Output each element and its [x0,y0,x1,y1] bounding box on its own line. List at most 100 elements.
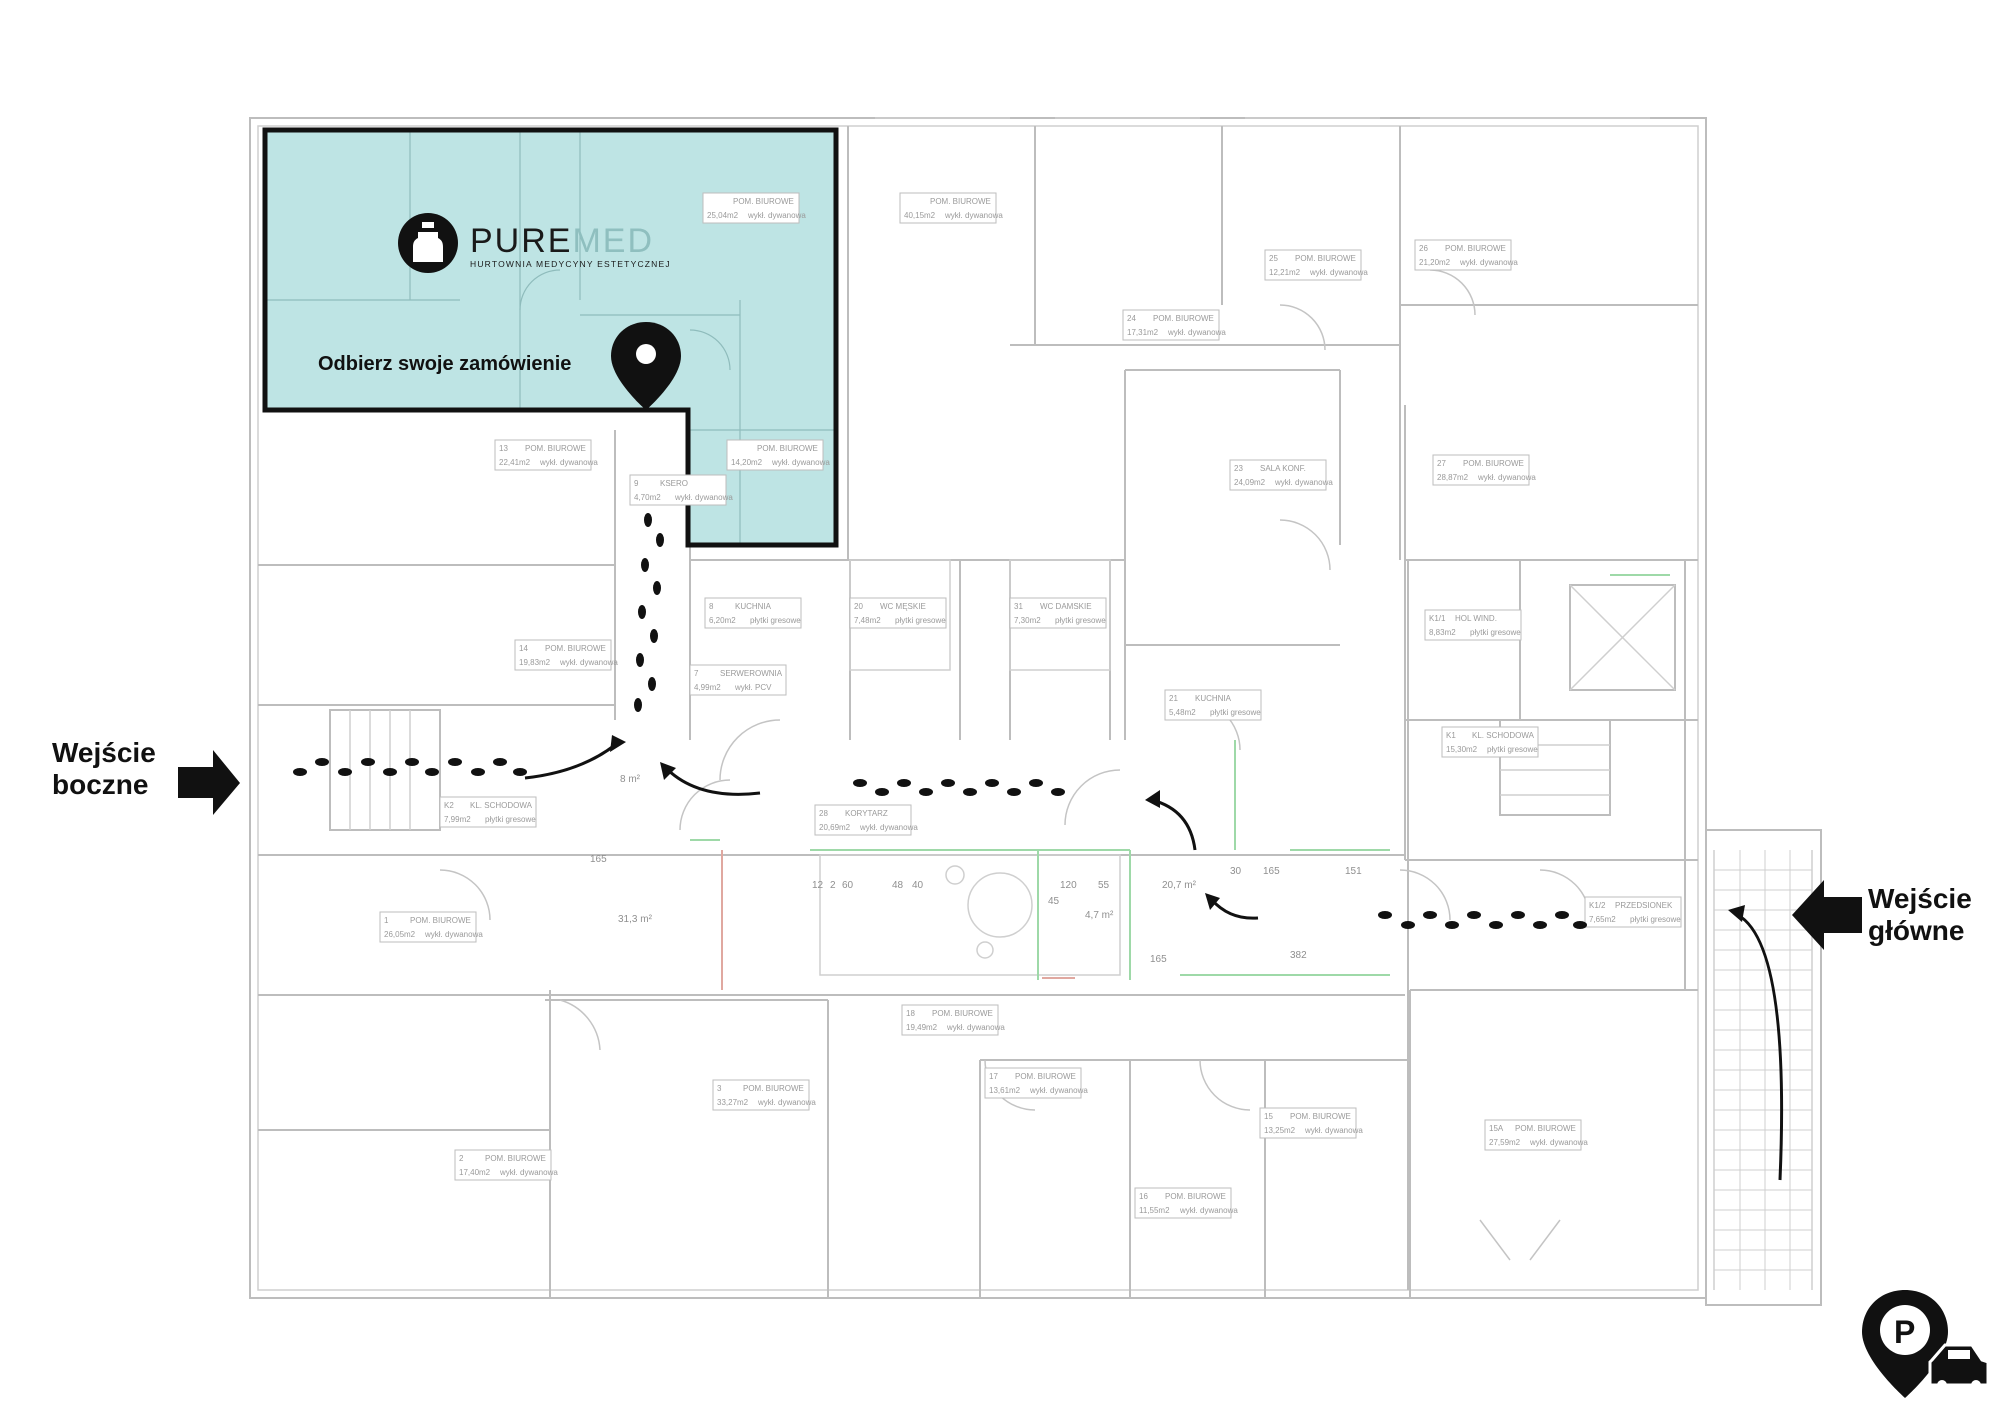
room-area: 7,30m2 [1014,616,1041,625]
room-label-box [629,474,727,506]
dim-165c: 165 [1263,866,1280,877]
footprint-mark [1378,911,1392,919]
route-arrowhead-3 [1145,790,1160,808]
room-area: 17,31m2 [1127,328,1159,337]
dim-60: 60 [842,880,854,891]
room-name: POM. BIUROWE [1295,254,1356,263]
room-number: 18 [906,1009,915,1018]
direction-arrows [524,735,1784,1181]
room-area: 27,59m2 [1489,1138,1521,1147]
room-label-box [1009,597,1107,629]
room-floor: płytki gresowe [1055,616,1106,625]
footprint-mark [1573,921,1587,929]
room-number: 28 [819,809,828,818]
footprint-mark [644,513,652,527]
footprint-mark [638,605,646,619]
room-floor: wykł. dywanowa [1179,1206,1238,1215]
footprint-mark [293,768,307,776]
puremed-logo: PUREMED HURTOWNIA MEDYCYNY ESTETYCZNEJ [470,222,671,269]
room-number: 20 [854,602,863,611]
room-label-box [1441,726,1539,758]
room-number: 26 [1419,244,1428,253]
room-name: KL. SCHODOWA [470,801,533,810]
room-floor: płytki gresowe [1470,628,1521,637]
footprint-mark [405,758,419,766]
room-number: K1/1 [1429,614,1446,623]
room-name: POM. BIUROWE [743,1084,804,1093]
room-name: POM. BIUROWE [1015,1072,1076,1081]
room-area: 24,09m2 [1234,478,1266,487]
room-name: KSERO [660,479,688,488]
room-floor: wykł. dywanowa [539,458,598,467]
room-number: 25 [1269,254,1278,263]
room-area: 7,48m2 [854,616,881,625]
room-floor: wykł. dywanowa [859,823,918,832]
room-area: 7,65m2 [1589,915,1616,924]
pickup-label: Odbierz swoje zamówienie [318,353,572,375]
dim-151: 151 [1345,866,1362,877]
room-number: 3 [717,1084,722,1093]
footprint-mark [1423,911,1437,919]
dim-45: 45 [1048,896,1060,907]
arrow-right-icon [178,750,240,815]
partition-lines [690,574,1670,990]
room-label-box [1484,1119,1582,1151]
room-label-box [689,664,787,696]
room-number: 23 [1234,464,1243,473]
room-name: POM. BIUROWE [545,644,606,653]
room-floor: wykł. dywanowa [424,930,483,939]
room-number: K2 [444,801,454,810]
dim-165b: 165 [1150,954,1167,965]
room-area: 22,41m2 [499,458,531,467]
room-number: K1/2 [1589,901,1606,910]
footprint-mark [1467,911,1481,919]
brand-name-part1: PURE [470,222,573,260]
side-entrance-label: Wejście boczne [52,737,156,801]
footprint-mark [1489,921,1503,929]
room-label-box [1432,454,1530,486]
room-floor: wykł. dywanowa [757,1098,816,1107]
room-area: 19,83m2 [519,658,551,667]
room-number: 21 [1169,694,1178,703]
room-area: 12,21m2 [1269,268,1301,277]
room-number: 27 [1437,459,1446,468]
route-arrow-3 [1151,798,1197,851]
room-name: POM. BIUROWE [1463,459,1524,468]
room-name: KL. SCHODOWA [1472,731,1535,740]
footprint-mark [853,779,867,787]
dim-120: 120 [1060,880,1077,891]
route-arrowhead-1 [610,735,626,752]
room-number: 1 [384,916,389,925]
room-number: 14 [519,644,528,653]
room-floor: wykł. dywanowa [944,211,1003,220]
footprint-mark [448,758,462,766]
room-label-box [1424,609,1522,641]
brand-name-part2: MED [572,222,655,260]
footprint-mark [875,788,889,796]
dim-12: 12 [812,880,824,891]
main-entrance-line1: Wejście [1868,883,1972,914]
footprint-path [293,513,1587,929]
room-label-box [1584,896,1682,928]
room-floor: płytki gresowe [1210,708,1261,717]
route-arrow-1 [524,743,616,780]
brand-tagline: HURTOWNIA MEDYCYNY ESTETYCZNEJ [470,259,671,269]
room-name: WC MĘSKIE [880,602,926,611]
route-arrow-4 [1210,898,1259,920]
footprint-mark [383,768,397,776]
